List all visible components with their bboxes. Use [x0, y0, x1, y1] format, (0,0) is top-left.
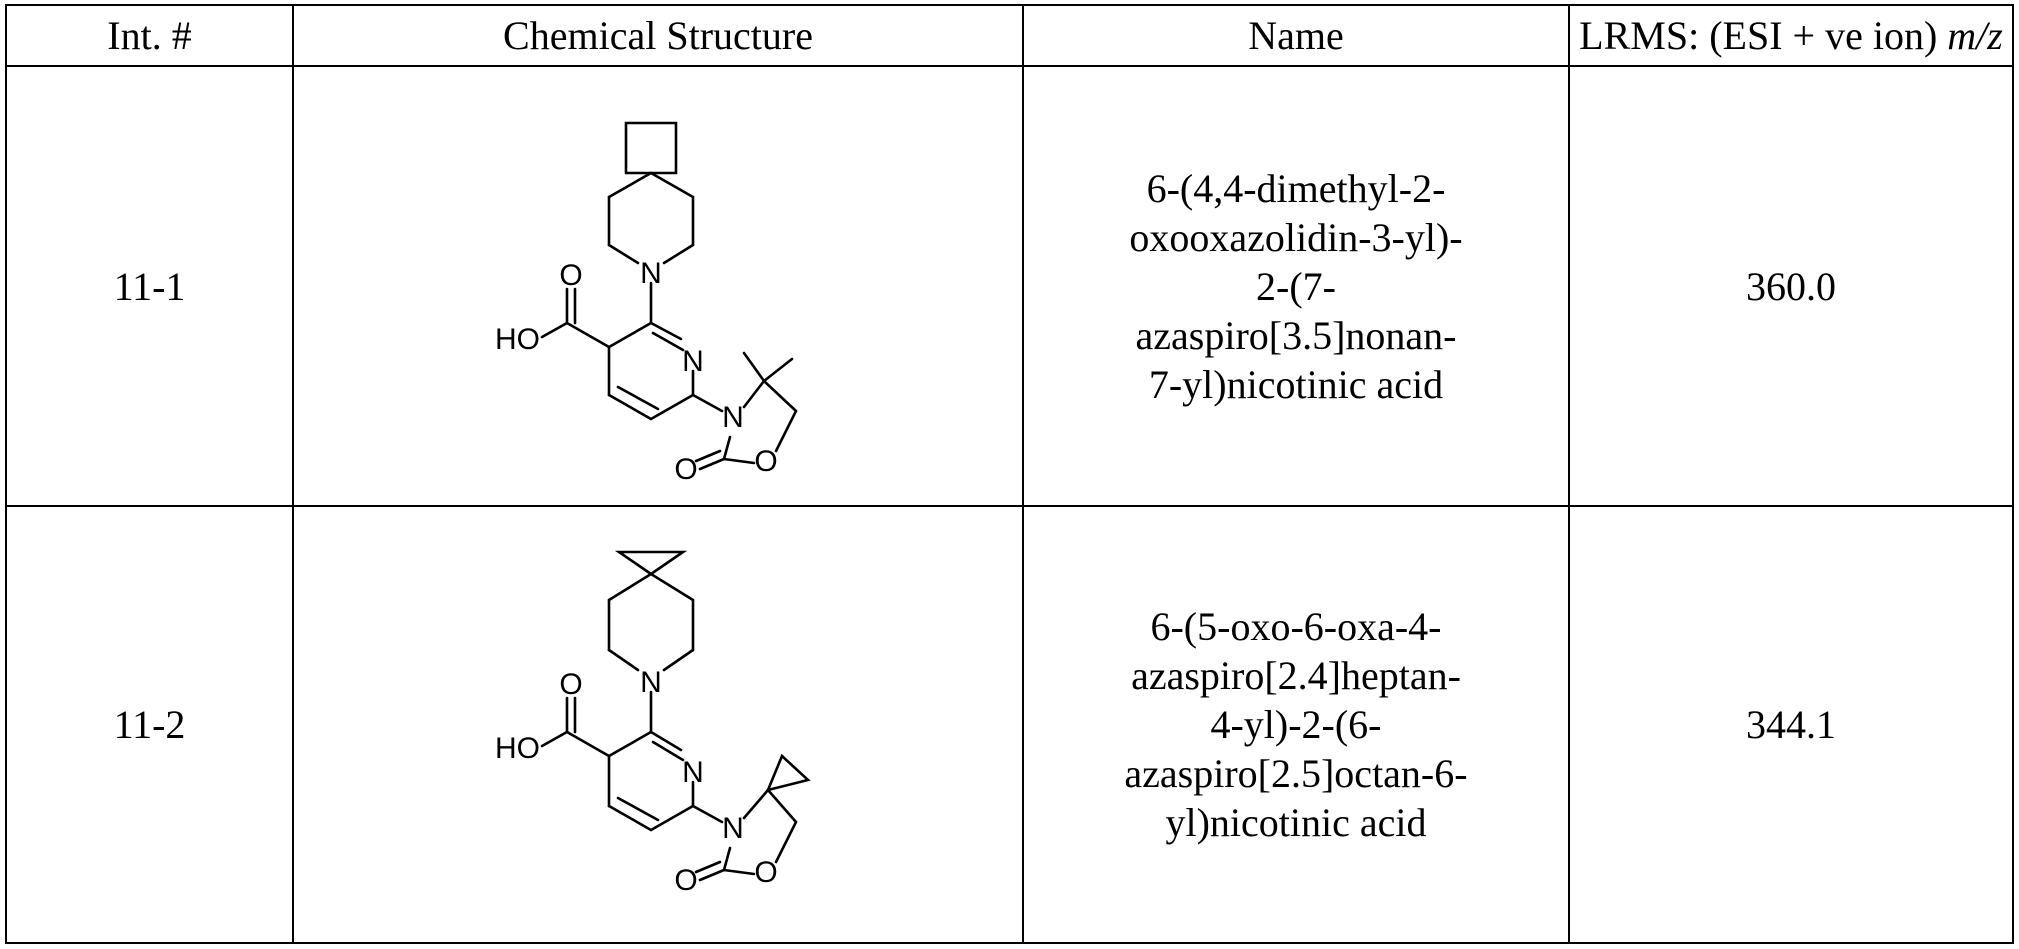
compound-name: 6-(4,4-dimethyl-2- oxooxazolidin-3-yl)- …	[1129, 164, 1462, 409]
header-lrms-label: LRMS: (ESI + ve ion)	[1579, 13, 1947, 58]
atom-o-ring: O	[754, 856, 777, 889]
compound-name: 6-(5-oxo-6-oxa-4- azaspiro[2.4]heptan- 4…	[1124, 602, 1467, 847]
header-name: Name	[1023, 5, 1569, 66]
lrms-cell: 360.0	[1569, 66, 2013, 506]
name-line: 6-(4,4-dimethyl-2-	[1129, 164, 1462, 213]
name-cell: 6-(5-oxo-6-oxa-4- azaspiro[2.4]heptan- 4…	[1023, 506, 1569, 943]
name-line: oxooxazolidin-3-yl)-	[1129, 213, 1462, 262]
atom-n-oxazolidinone: N	[722, 401, 744, 434]
header-lrms-unit: m/z	[1947, 13, 2003, 58]
name-line: azaspiro[3.5]nonan-	[1129, 311, 1462, 360]
atom-ho: HO	[495, 732, 540, 765]
chemical-structure-11-2: N N HO O N O O	[478, 510, 838, 940]
atom-n-pyridine: N	[682, 345, 704, 378]
chemical-structure-11-1: N N HO O N O O	[478, 71, 838, 501]
name-line: 4-yl)-2-(6-	[1124, 700, 1467, 749]
atom-o-ketone: O	[674, 864, 697, 897]
table-row: 11-1	[6, 66, 2013, 506]
header-row: Int. # Chemical Structure Name LRMS: (ES…	[6, 5, 2013, 66]
atom-n-oxazolidinone: N	[722, 812, 744, 845]
atom-n-pyridine: N	[682, 756, 704, 789]
atom-o-carbonyl: O	[559, 668, 582, 701]
atom-n-piperidine: N	[640, 666, 662, 699]
name-cell: 6-(4,4-dimethyl-2- oxooxazolidin-3-yl)- …	[1023, 66, 1569, 506]
atom-ho: HO	[495, 323, 540, 356]
name-line: azaspiro[2.5]octan-6-	[1124, 749, 1467, 798]
structure-cell: N N HO O N O O	[293, 506, 1023, 943]
compound-table: Int. # Chemical Structure Name LRMS: (ES…	[5, 4, 2014, 944]
int-cell: 11-2	[6, 506, 293, 943]
name-line: yl)nicotinic acid	[1124, 798, 1467, 847]
name-line: 7-yl)nicotinic acid	[1129, 360, 1462, 409]
name-line: 2-(7-	[1129, 262, 1462, 311]
atom-n-piperidine: N	[640, 257, 662, 290]
atom-o-ketone: O	[674, 453, 697, 486]
structure-cell: N N HO O N O O	[293, 66, 1023, 506]
header-lrms: LRMS: (ESI + ve ion) m/z	[1569, 5, 2013, 66]
lrms-cell: 344.1	[1569, 506, 2013, 943]
header-structure: Chemical Structure	[293, 5, 1023, 66]
header-int: Int. #	[6, 5, 293, 66]
int-cell: 11-1	[6, 66, 293, 506]
atom-o-carbonyl: O	[559, 259, 582, 292]
table-row: 11-2	[6, 506, 2013, 943]
name-line: azaspiro[2.4]heptan-	[1124, 651, 1467, 700]
atom-o-ring: O	[754, 445, 777, 478]
name-line: 6-(5-oxo-6-oxa-4-	[1124, 602, 1467, 651]
